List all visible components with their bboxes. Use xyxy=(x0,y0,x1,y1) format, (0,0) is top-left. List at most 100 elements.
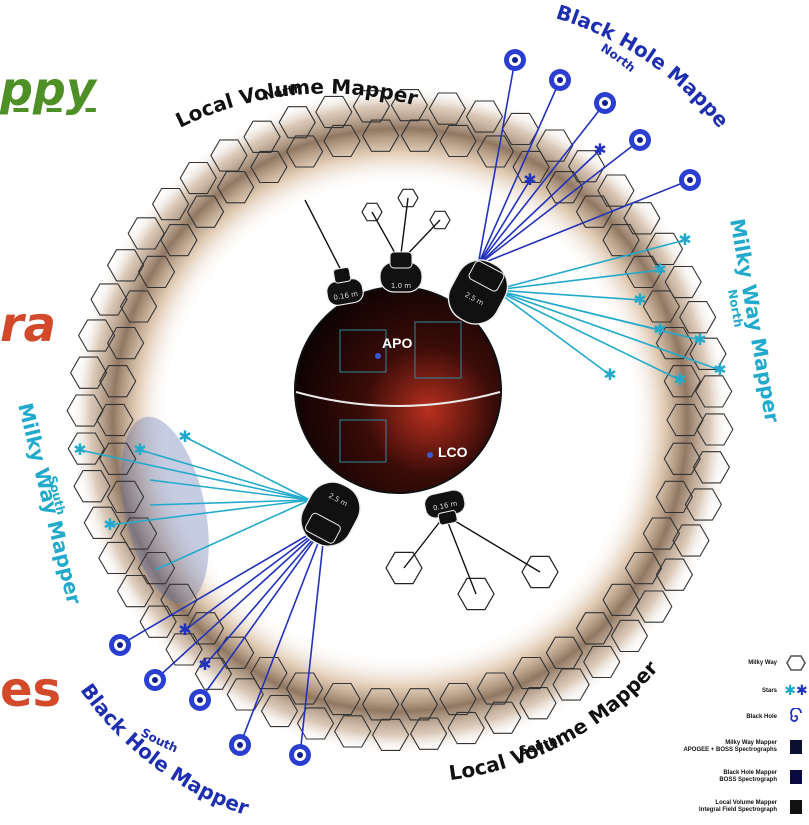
hexagon-tile xyxy=(106,480,145,514)
fiber-line-lvm-north xyxy=(399,197,409,263)
hexagon-tile xyxy=(99,442,137,475)
hexagon-target xyxy=(397,188,419,208)
hexagon-tile xyxy=(371,718,410,751)
hexagon-tile xyxy=(296,707,335,740)
partial-word-middle: ra xyxy=(0,297,57,353)
star-icon: ✱ xyxy=(178,427,191,446)
hexagon-tile xyxy=(655,480,694,514)
fiber-line-mwm-north xyxy=(494,289,641,301)
legend-label-2: APOGEE + BOSS Spectrographs xyxy=(683,747,777,753)
hexagon-tile xyxy=(672,524,710,557)
hexagon-tile xyxy=(409,717,448,750)
spiral-icon xyxy=(783,708,809,726)
hexagon-tile xyxy=(642,517,681,550)
fiber-line-bhm-north xyxy=(477,102,606,266)
star-icon: ✱ xyxy=(198,655,211,674)
star-icon: ✱ xyxy=(103,515,116,534)
partial-word-top: ppy xyxy=(0,62,96,116)
fiber-line-mwm-south xyxy=(79,449,311,501)
hexagon-tile xyxy=(139,605,177,638)
hexagon-tile xyxy=(655,558,694,591)
star-icon: ✱ xyxy=(178,620,191,639)
hexagon-tile xyxy=(106,326,145,360)
hexagon-tile xyxy=(250,656,288,690)
hexagon-tile xyxy=(83,506,121,539)
fiber-line-mwm-north xyxy=(494,239,686,291)
star-icon: ✱ xyxy=(633,290,646,309)
telescope-north-small: 0.16 m xyxy=(326,266,364,306)
legend-label: Local Volume Mapper xyxy=(715,800,777,806)
fiber-line-bhm-south xyxy=(119,524,326,646)
hexagon-tile xyxy=(663,442,701,475)
hexagon-tile xyxy=(679,301,717,334)
globe-equator xyxy=(295,391,501,407)
hexagon-tile xyxy=(476,135,515,168)
hexagon-tile xyxy=(119,517,158,550)
hexagon-tile xyxy=(696,413,734,446)
star-icon: ✱ xyxy=(73,440,86,459)
hexagon-tile xyxy=(428,92,466,125)
hexagon-tile xyxy=(67,432,105,465)
fiber-line-lvm-south xyxy=(403,514,446,569)
fiber-line-mwm-north xyxy=(494,269,661,291)
hexagon-tile xyxy=(623,202,661,235)
hexagon-tile xyxy=(390,89,429,122)
hexagon-tile xyxy=(151,187,190,221)
hexagon-target xyxy=(385,551,423,585)
fiber-line-lvm-south xyxy=(444,514,477,595)
targets: ✱✱✱✱✱✱✱✱✱✱✱✱✱✱✱✱ xyxy=(73,49,727,766)
fiber-line-bhm-south xyxy=(154,524,326,681)
spiral-center xyxy=(237,742,243,748)
hexagon-tile xyxy=(119,290,158,323)
fiber-line-mwm-north xyxy=(494,289,611,376)
hexagon-tile xyxy=(624,551,663,585)
hexagon-tile xyxy=(476,672,515,705)
hexagon-tile xyxy=(165,633,203,666)
hexagon-tile xyxy=(400,119,439,152)
hexagon-tile xyxy=(583,645,621,679)
fiber-line-bhm-north xyxy=(477,179,531,266)
hexagon-tile xyxy=(352,90,391,123)
earth-globe: APO LCO xyxy=(294,286,502,494)
fiber-line-mwm-south xyxy=(149,499,311,506)
hexagon-tile xyxy=(602,224,640,257)
north-instrument-box-2 xyxy=(414,321,462,379)
legend-label: Milky Way xyxy=(748,659,777,666)
hexagon-tile xyxy=(77,319,116,352)
fiber-line-mwm-south xyxy=(109,499,311,526)
hexagon-tile xyxy=(624,255,663,289)
fiber-line-mwm-north xyxy=(494,289,721,371)
hexagon-tile xyxy=(695,375,733,408)
hexagon-tile xyxy=(260,694,299,728)
square-icon xyxy=(783,768,809,786)
legend-label-2: Integral Field Spectrograph xyxy=(698,807,777,813)
hexagon-tile xyxy=(285,672,324,705)
legend: Milky Way Stars ✱✱ Black Hole Milky Way … xyxy=(628,648,809,825)
hexagon-tile xyxy=(98,541,136,575)
hexagon-tile xyxy=(692,451,731,484)
hexagon-tile xyxy=(334,715,372,748)
hexagon-tile xyxy=(567,150,606,183)
star-icon: ✱ xyxy=(133,440,146,459)
hexagon-tile xyxy=(137,255,176,289)
hexagon-tile xyxy=(519,687,557,720)
hexagon-icon xyxy=(783,654,809,672)
star-icon: ✱ xyxy=(603,365,616,384)
hexagon-tile xyxy=(179,161,217,195)
legend-item-black-hole: Black Hole xyxy=(746,708,809,726)
hexagon-tile xyxy=(99,365,137,398)
fiber-line-bhm-south xyxy=(199,524,326,701)
hexagon-tile xyxy=(315,95,353,129)
hexagon-tile xyxy=(684,488,723,521)
legend-item-stars: Stars ✱✱ xyxy=(762,682,809,700)
telescope-north-mid: 1.0 m xyxy=(379,251,423,293)
spiral-center xyxy=(637,137,643,143)
south-instrument-box xyxy=(339,419,387,463)
hexagon-tile xyxy=(575,612,614,645)
hexagon-tile xyxy=(323,124,361,158)
star-icon: ✱ xyxy=(693,330,706,349)
apo-label: APO xyxy=(382,335,412,351)
